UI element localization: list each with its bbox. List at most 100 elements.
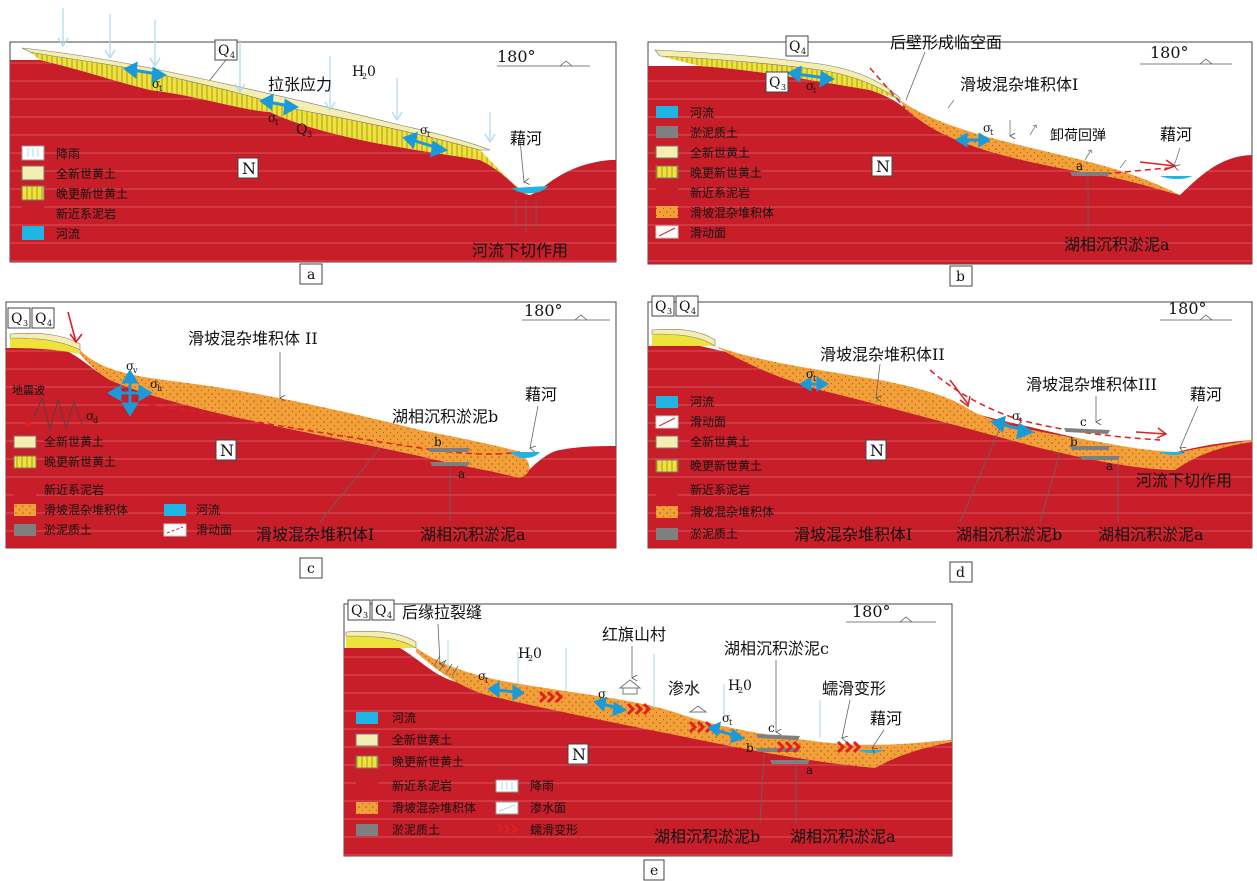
landslide1-label: 滑坡混杂堆积体I bbox=[256, 525, 374, 544]
legend-item: 新近系泥岩 bbox=[44, 482, 104, 497]
stress-arrows bbox=[787, 65, 991, 148]
sigma-sub: t bbox=[1019, 416, 1023, 425]
h2o-label: H bbox=[518, 646, 530, 662]
sigma-sub: t bbox=[485, 676, 489, 685]
landslide1-label: 滑坡混杂堆积体I bbox=[960, 75, 1078, 94]
lake-a-label: 湖相沉积淤泥a bbox=[1064, 235, 1170, 254]
legend-item: 河流 bbox=[690, 106, 714, 120]
sigma-sub: t bbox=[990, 128, 994, 137]
late-pleistocene-loess bbox=[346, 636, 416, 648]
panel-caption: d bbox=[956, 565, 965, 581]
lake-c-mark: c bbox=[1080, 415, 1087, 429]
legend-item: 滑坡混杂堆积体 bbox=[44, 503, 128, 517]
silt-c bbox=[1064, 428, 1110, 434]
q4-label: Q bbox=[789, 39, 800, 55]
silt-b bbox=[1070, 446, 1110, 450]
panel-a: 180° Q 4 σ t σ t σ t 拉张应力 H 2 0 Q 3 藉河 N… bbox=[9, 8, 617, 285]
village-label: 红旗山村 bbox=[602, 625, 666, 644]
legend-item: 渗水面 bbox=[530, 800, 566, 815]
slip-surface bbox=[119, 399, 521, 455]
n-label: N bbox=[870, 441, 884, 460]
sigma-sub: d bbox=[93, 416, 98, 425]
stress-arrows bbox=[799, 376, 1035, 440]
q3-sub: 3 bbox=[667, 307, 672, 316]
sigma-sub: t bbox=[275, 118, 279, 127]
landslide3-label: 滑坡混杂堆积体III bbox=[1026, 375, 1157, 394]
h2o-tail: 0 bbox=[533, 646, 542, 662]
sigma-sub: t bbox=[813, 86, 817, 95]
q3-sub: 3 bbox=[23, 319, 28, 328]
village-icon bbox=[618, 679, 708, 713]
seismic-wave bbox=[25, 396, 83, 432]
n-label: N bbox=[876, 157, 890, 176]
slip-arrow bbox=[949, 379, 971, 408]
panel-caption: a bbox=[307, 267, 315, 283]
river-label: 藉河 bbox=[510, 129, 542, 148]
h2o-sub: 2 bbox=[362, 72, 367, 81]
h2o-tail: 0 bbox=[743, 678, 752, 694]
panel-caption: b bbox=[956, 269, 965, 285]
silt-c bbox=[756, 734, 800, 740]
legend-item: 淤泥质土 bbox=[44, 523, 92, 537]
panel-b: 180° Q 4 Q 3 σ t σ t 后壁形成临空面 滑坡混杂堆积体I 卸荷… bbox=[647, 33, 1253, 287]
slip-arrow bbox=[1135, 427, 1168, 439]
landslide-deposit-dots bbox=[416, 648, 952, 768]
n-label: N bbox=[220, 441, 234, 460]
downcut-label: 河流下切作用 bbox=[1136, 471, 1232, 490]
lake-b-mark: b bbox=[1070, 435, 1078, 449]
q4-sub: 4 bbox=[230, 51, 235, 60]
legend-item: 河流 bbox=[56, 227, 80, 241]
crack-label: 后缘拉裂缝 bbox=[402, 603, 482, 622]
silt-a bbox=[770, 760, 810, 764]
q4-label: Q bbox=[218, 43, 229, 59]
late-pleistocene-loess bbox=[10, 338, 80, 354]
azimuth-label: 180° bbox=[1168, 299, 1207, 318]
sigma-label: σ bbox=[722, 711, 730, 725]
sigma-label: σ bbox=[478, 669, 486, 683]
landslide1-label: 滑坡混杂堆积体I bbox=[794, 525, 912, 544]
legend-item: 滑动面 bbox=[196, 523, 232, 537]
q4-sub: 4 bbox=[387, 611, 392, 620]
sigma-sub: t bbox=[729, 718, 733, 727]
silt-b bbox=[428, 448, 470, 452]
sigma-sub: v bbox=[132, 366, 138, 375]
azimuth-label: 180° bbox=[852, 602, 891, 621]
silt-a bbox=[430, 462, 470, 466]
legend-item: 新近系泥岩 bbox=[56, 206, 116, 221]
q3-sub: 3 bbox=[781, 83, 786, 92]
sigma-label: σ bbox=[1012, 409, 1020, 423]
late-pleistocene-loess-hatch bbox=[660, 56, 900, 100]
azimuth-label: 180° bbox=[524, 301, 563, 320]
q3-label: Q bbox=[11, 311, 22, 327]
sigma-label: σ bbox=[268, 111, 276, 125]
legend-item: 淤泥质土 bbox=[690, 527, 738, 541]
hstripe-overlay bbox=[648, 346, 1252, 548]
landslide2-label: 滑坡混杂堆积体 II bbox=[188, 329, 318, 348]
sigma-label: σ bbox=[152, 77, 160, 91]
stress-cross bbox=[107, 369, 153, 417]
silt-a bbox=[1070, 172, 1110, 176]
h2o-sub: 2 bbox=[528, 654, 533, 663]
legend-item: 滑坡混杂堆积体 bbox=[690, 505, 774, 519]
legend-item: 全新世黄土 bbox=[690, 145, 750, 160]
lake-a-label: 湖相沉积淤泥a bbox=[790, 827, 896, 846]
q4-label: Q bbox=[679, 299, 690, 315]
legend-c: 全新世黄土 晚更新世黄土 新近系泥岩 滑坡混杂堆积体 淤泥质土 河流 滑动面 bbox=[13, 434, 232, 537]
legend-item: 滑动面 bbox=[690, 226, 726, 240]
legend-item: 晚更新世黄土 bbox=[56, 186, 128, 201]
sigma-sub: h bbox=[157, 384, 162, 393]
sigma-sub: t bbox=[159, 84, 163, 93]
azimuth-label: 180° bbox=[497, 47, 536, 66]
landslide-deposit-dots bbox=[900, 100, 1180, 195]
backwall-label: 后壁形成临空面 bbox=[890, 33, 1002, 52]
panel-d: 180° Q 3 Q 4 σ t σ t 滑坡混杂堆积体II 滑坡混杂堆积体II… bbox=[647, 295, 1253, 583]
sigma-label: σ bbox=[150, 377, 158, 391]
h2o-tail: 0 bbox=[367, 64, 376, 80]
q4-label: Q bbox=[35, 311, 46, 327]
landslide2-label: 滑坡混杂堆积体II bbox=[820, 345, 945, 364]
lake-b-mark: b bbox=[434, 435, 442, 449]
rainfall-arrows bbox=[447, 640, 821, 738]
legend-e: 河流 全新世黄土 晚更新世黄土 新近系泥岩 滑坡混杂堆积体 淤泥质土 降雨 渗水… bbox=[355, 711, 578, 837]
legend-item: 新近系泥岩 bbox=[392, 778, 452, 793]
river-b bbox=[1160, 176, 1192, 179]
